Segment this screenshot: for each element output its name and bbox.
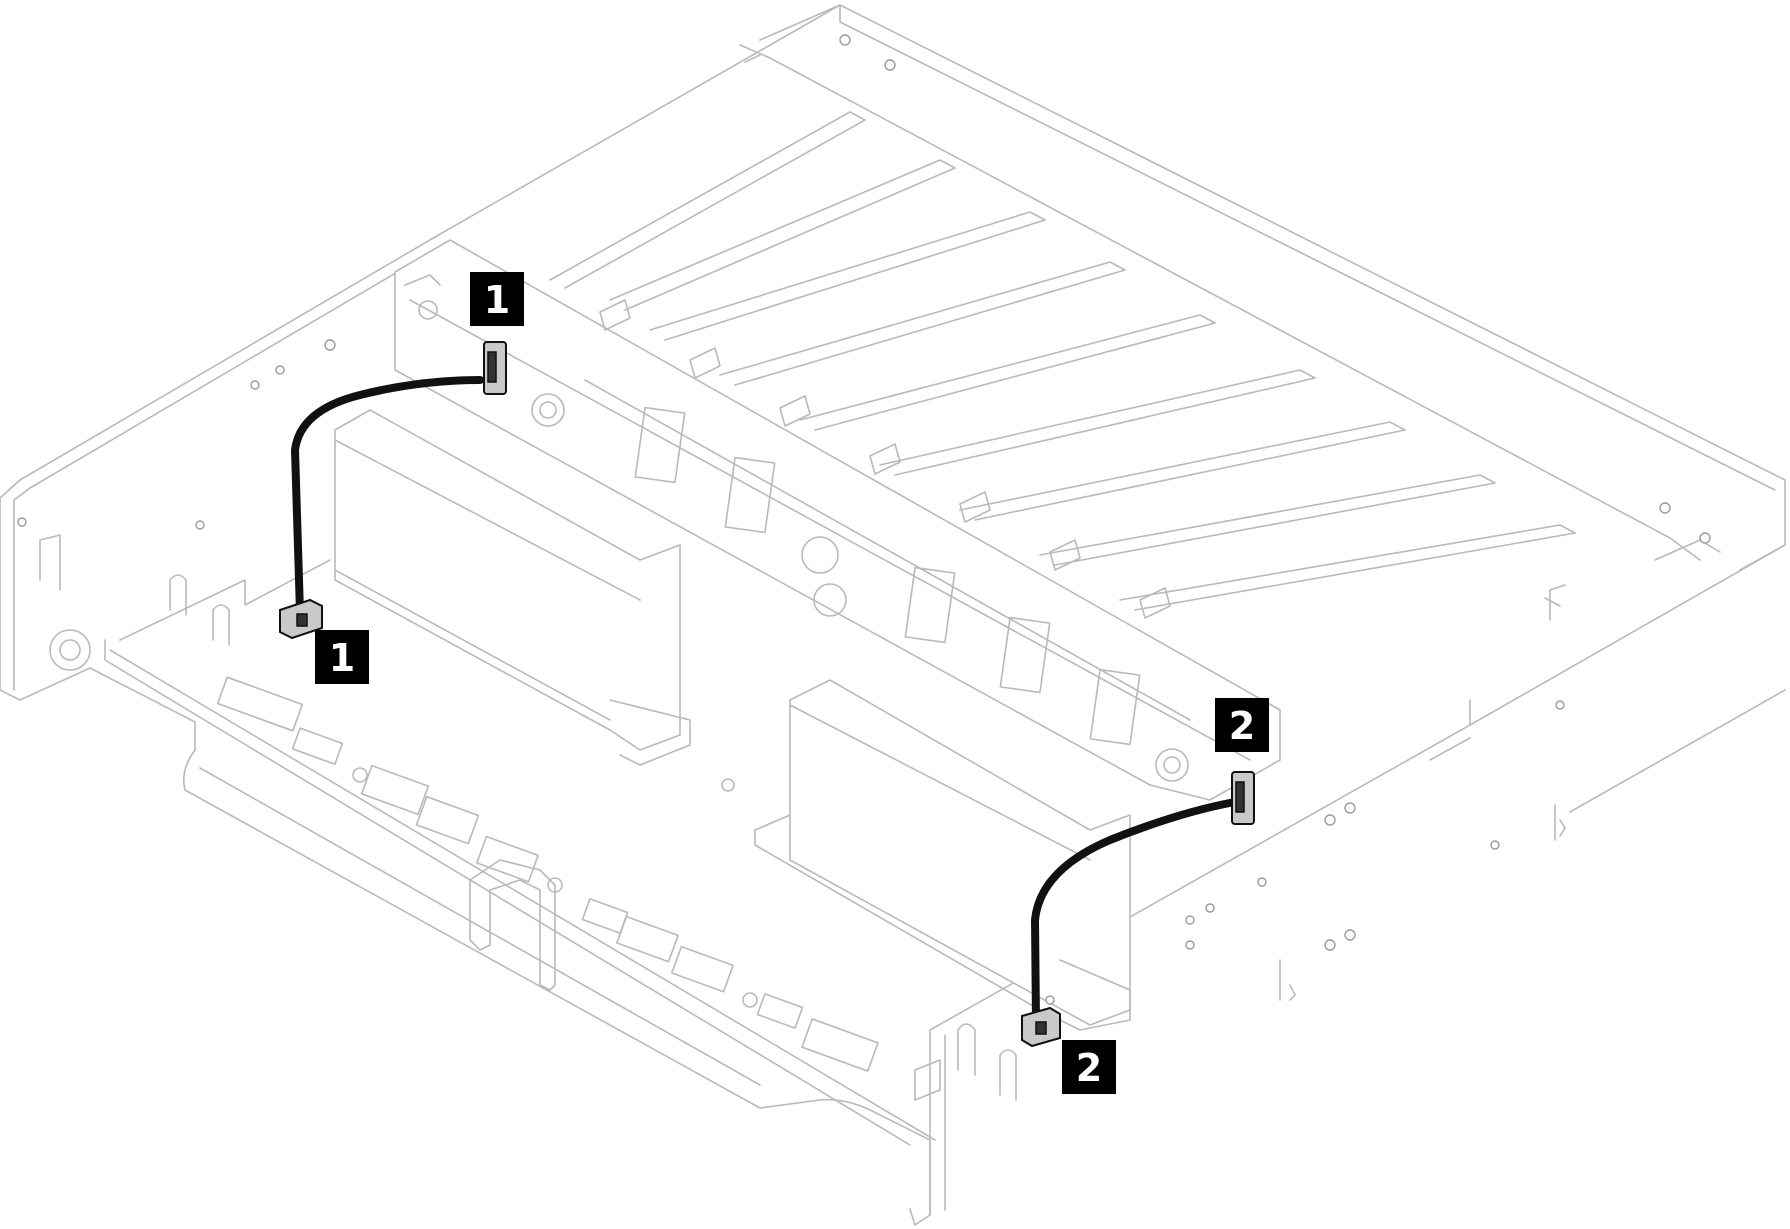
cable-1: [279, 341, 507, 640]
rear-io-ports: [418, 300, 1189, 782]
callout-1-top: 1: [470, 272, 524, 326]
callout-1-bottom-label: 1: [329, 636, 355, 680]
system-board: [39, 534, 1017, 1141]
callout-2-top-label: 2: [1229, 704, 1255, 748]
chassis-shell: [0, 4, 1786, 1226]
callout-2-top: 2: [1215, 698, 1269, 752]
pcie-slot-covers: [549, 111, 1576, 619]
mounting-holes: [17, 34, 1711, 1005]
callout-1-top-label: 1: [484, 278, 510, 322]
cable-2: [1021, 771, 1255, 1048]
power-supply-bays: [334, 409, 1131, 1031]
callout-2-bottom-label: 2: [1076, 1046, 1102, 1090]
callout-1-bottom: 1: [315, 630, 369, 684]
callout-2-bottom: 2: [1062, 1040, 1116, 1094]
